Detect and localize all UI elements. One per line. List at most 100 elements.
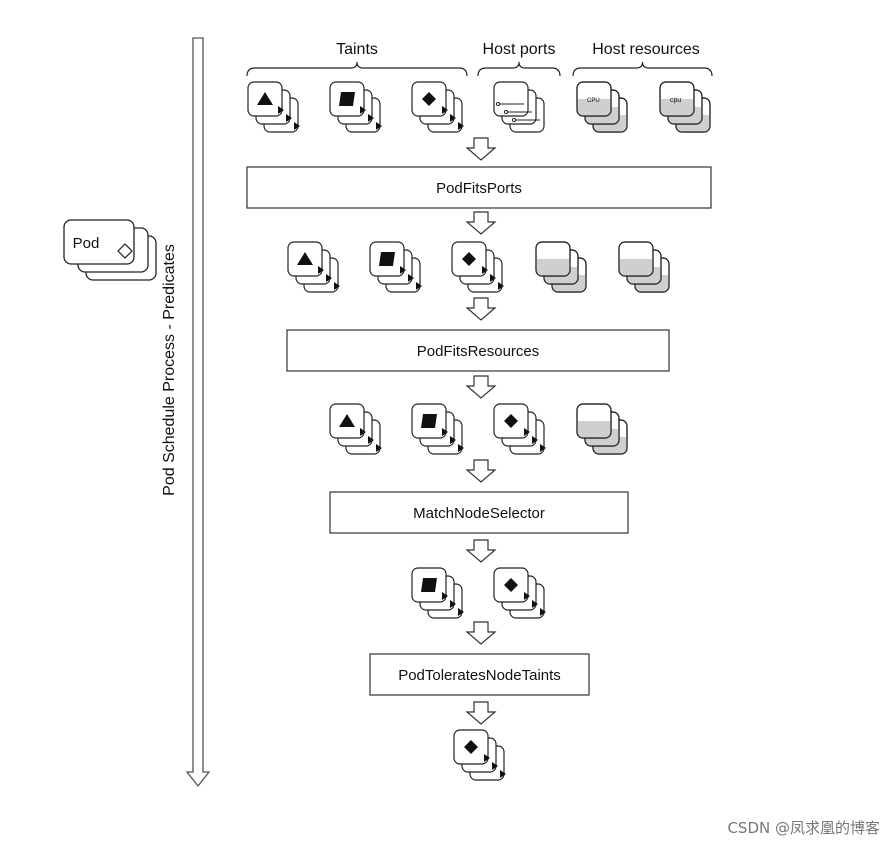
node-tab	[524, 592, 530, 600]
node-tab	[540, 444, 546, 452]
host-resources-brace	[572, 61, 713, 77]
node-tab	[498, 282, 504, 290]
diamond-icon	[504, 578, 518, 592]
node-tab	[458, 444, 464, 452]
predicate-box-4	[369, 653, 590, 696]
cpu-label: CPU	[587, 98, 600, 104]
predicate-label-2: PodFitsResources	[417, 343, 540, 360]
node-tab	[278, 106, 284, 114]
node-stack-square	[411, 567, 464, 619]
node-stack-square	[369, 241, 422, 293]
diamond-icon	[422, 92, 436, 106]
node-tab	[442, 428, 448, 436]
node-tab	[360, 106, 366, 114]
node-card-outline	[576, 81, 612, 117]
port-dot	[495, 101, 501, 107]
flow-arrow-3	[465, 297, 497, 321]
triangle-icon	[257, 92, 273, 105]
square-icon	[339, 92, 355, 106]
node-tab	[458, 608, 464, 616]
pod-card	[63, 219, 135, 265]
flow-arrow-1	[465, 137, 497, 161]
flow-arrow-4	[465, 375, 497, 399]
pod-diamond-icon	[117, 243, 133, 259]
resource-fill	[660, 99, 694, 116]
cpu-label: cpu	[670, 97, 681, 104]
triangle-icon	[297, 252, 313, 265]
node-tab	[492, 762, 498, 770]
node-stack-square	[411, 403, 464, 455]
node-stack-port	[493, 81, 545, 133]
flow-arrow-7	[465, 621, 497, 645]
node-tab	[368, 114, 374, 122]
node-tab	[400, 266, 406, 274]
node-tab	[318, 266, 324, 274]
group-label-taints: Taints	[336, 41, 378, 58]
node-card-outline	[659, 81, 695, 117]
node-tab	[482, 266, 488, 274]
port-dot	[511, 117, 517, 123]
node-tab	[484, 754, 490, 762]
node-tab	[450, 600, 456, 608]
square-icon	[379, 252, 395, 266]
node-tab	[360, 428, 366, 436]
square-icon	[421, 578, 437, 592]
node-stack-diamond	[451, 241, 504, 293]
pod-card-stack: Pod	[63, 219, 157, 281]
resource-fill	[536, 259, 570, 276]
flow-arrow-6	[465, 539, 497, 563]
predicate-box-3	[329, 491, 629, 534]
node-tab	[416, 282, 422, 290]
host-ports-brace	[477, 61, 561, 77]
node-stack-triangle	[247, 81, 300, 133]
group-label-host-ports: Host ports	[483, 41, 556, 58]
flow-arrow-5	[465, 459, 497, 483]
node-card-outline	[535, 241, 571, 277]
node-tab	[450, 114, 456, 122]
resource-fill	[577, 99, 611, 116]
node-stack-triangle	[329, 403, 382, 455]
watermark: CSDN @凤求凰的博客	[727, 819, 880, 837]
node-stack-square	[329, 81, 382, 133]
node-stack-triangle	[287, 241, 340, 293]
node-tab	[540, 608, 546, 616]
taints-brace	[246, 61, 468, 77]
node-tab	[500, 770, 506, 778]
predicate-box-2	[286, 329, 670, 372]
diamond-icon	[464, 740, 478, 754]
square-icon	[421, 414, 437, 428]
node-tab	[450, 436, 456, 444]
node-tab	[294, 122, 300, 130]
node-tab	[524, 428, 530, 436]
flow-arrow-8	[465, 701, 497, 725]
pod-label: Pod	[73, 235, 100, 252]
node-card-outline	[576, 403, 612, 439]
triangle-icon	[339, 414, 355, 427]
node-tab	[376, 122, 382, 130]
resource-fill	[619, 259, 653, 276]
node-tab	[442, 106, 448, 114]
node-tab	[442, 592, 448, 600]
node-tab	[408, 274, 414, 282]
node-tab	[490, 274, 496, 282]
resource-fill	[577, 421, 611, 438]
node-tab	[532, 600, 538, 608]
diamond-icon	[462, 252, 476, 266]
node-card-outline	[618, 241, 654, 277]
node-stack-diamond	[493, 567, 546, 619]
node-tab	[326, 274, 332, 282]
flow-arrow-2	[465, 211, 497, 235]
node-stack-cpu-small: CPU	[576, 81, 628, 133]
axis-label: Pod Schedule Process - Predicates	[161, 244, 178, 496]
node-stack-resource	[535, 241, 587, 293]
port-dot	[503, 109, 509, 115]
node-tab	[368, 436, 374, 444]
predicate-label-4: PodToleratesNodeTaints	[398, 667, 561, 684]
node-card	[493, 81, 529, 117]
node-tab	[458, 122, 464, 130]
node-stack-resource	[618, 241, 670, 293]
predicate-box-1	[246, 166, 712, 209]
group-label-host-resources: Host resources	[592, 41, 700, 58]
node-stack-diamond	[411, 81, 464, 133]
